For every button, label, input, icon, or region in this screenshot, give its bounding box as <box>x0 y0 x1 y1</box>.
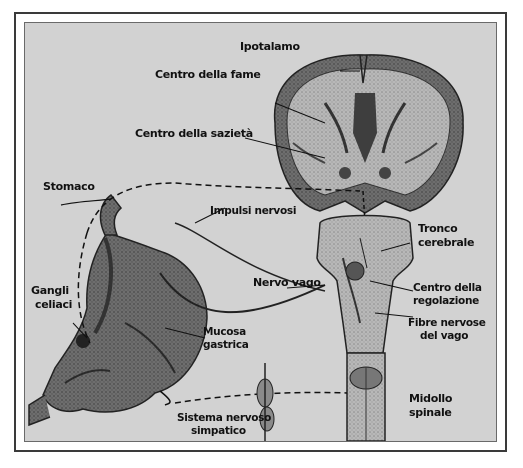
label-midollo-1: Midollo <box>409 393 452 405</box>
diagram-panel: Ipotalamo Centro della fame Centro della… <box>24 22 497 442</box>
label-tronco-2: cerebrale <box>418 237 474 249</box>
label-sistema-2: simpatico <box>191 425 246 437</box>
label-fibre-2: del vago <box>420 330 468 342</box>
brain-section <box>275 55 464 213</box>
label-sistema-1: Sistema nervoso <box>177 412 271 424</box>
spinal-cord <box>347 353 385 441</box>
sympathetic-chain <box>257 363 274 442</box>
stomach <box>29 233 207 425</box>
label-impulsi-nervosi: Impulsi nervosi <box>210 205 296 217</box>
label-centro-regol-2: regolazione <box>413 295 479 307</box>
brainstem <box>317 216 413 354</box>
label-fibre-1: Fibre nervose <box>408 317 486 329</box>
label-ipotalamo: Ipotalamo <box>240 41 300 53</box>
label-centro-regol-1: Centro della <box>413 282 482 294</box>
label-centro-fame: Centro della fame <box>155 69 261 81</box>
label-nervo-vago: Nervo vago <box>253 277 321 289</box>
label-gangli-2: celiaci <box>35 299 72 311</box>
label-centro-sazieta: Centro della sazietà <box>135 128 253 140</box>
label-gangli-1: Gangli <box>31 285 69 297</box>
label-mucosa-1: Mucosa <box>203 326 246 338</box>
label-tronco-1: Tronco <box>418 223 457 235</box>
label-midollo-2: spinale <box>409 407 452 419</box>
label-mucosa-2: gastrica <box>203 339 249 351</box>
label-stomaco: Stomaco <box>43 181 95 193</box>
figure-frame: Ipotalamo Centro della fame Centro della… <box>14 12 507 452</box>
